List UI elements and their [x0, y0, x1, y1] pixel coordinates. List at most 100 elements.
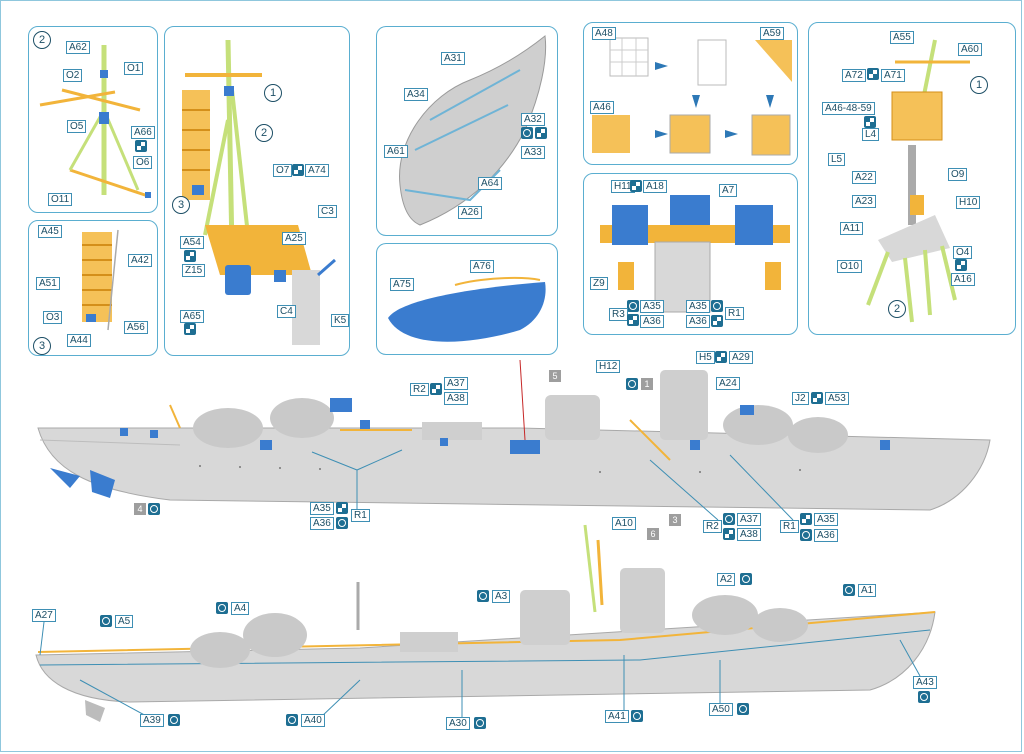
- label-a74: A74: [305, 164, 329, 177]
- label-h11: H11: [611, 180, 635, 193]
- part-type-checker-icon: [184, 250, 196, 262]
- ship-2-drawing: [35, 524, 936, 722]
- part-type-checker-icon: [715, 351, 727, 363]
- label-a37-ship1-lower: A37: [737, 513, 761, 526]
- label-a31: A31: [441, 52, 465, 65]
- label-a45: A45: [38, 225, 62, 238]
- callout-1-badge: 1: [264, 84, 282, 102]
- label-o4: O4: [953, 246, 973, 259]
- label-a33: A33: [521, 146, 545, 159]
- part-type-ring-icon: [723, 513, 735, 525]
- part-type-checker-icon: [867, 68, 879, 80]
- label-a35-ship1-right: A35: [814, 513, 838, 526]
- label-j2: J2: [792, 392, 809, 405]
- mast-1-drawing: [39, 45, 151, 198]
- label-a36-ship1: A36: [310, 517, 334, 530]
- label-a54: A54: [180, 236, 204, 249]
- part-type-ring-icon: [737, 703, 749, 715]
- part-type-ring-icon: [800, 529, 812, 541]
- label-a43: A43: [913, 676, 937, 689]
- label-a62: A62: [66, 41, 90, 54]
- label-r3: R3: [609, 308, 628, 321]
- label-a46-48-59: A46-48-59: [822, 102, 875, 115]
- label-o10: O10: [837, 260, 862, 273]
- part-type-ring-icon: [100, 615, 112, 627]
- step-number-5-badge: 5: [549, 370, 561, 382]
- label-k5: K5: [331, 314, 350, 327]
- label-a5: A5: [115, 615, 134, 628]
- step-number-3-ship-badge: 3: [669, 514, 681, 526]
- label-a41: A41: [605, 710, 629, 723]
- label-a66: A66: [131, 126, 155, 139]
- label-z15: Z15: [182, 264, 206, 277]
- platform-drawing: [600, 195, 790, 313]
- label-a25: A25: [282, 232, 306, 245]
- label-a24: A24: [716, 377, 740, 390]
- label-a53: A53: [825, 392, 849, 405]
- label-a1: A1: [858, 584, 877, 597]
- part-type-ring-icon: [168, 714, 180, 726]
- label-a23: A23: [852, 195, 876, 208]
- label-a37-ship1-upper: A37: [444, 377, 468, 390]
- label-h10: H10: [956, 196, 981, 209]
- label-o7: O7: [273, 164, 293, 177]
- panel-mast-detail: [28, 26, 158, 213]
- label-a51: A51: [36, 277, 60, 290]
- part-type-ring-icon: [477, 590, 489, 602]
- label-h5: H5: [696, 351, 715, 364]
- label-a65: A65: [180, 310, 204, 323]
- label-a40: A40: [301, 714, 325, 727]
- part-type-ring-icon: [631, 710, 643, 722]
- label-l4: L4: [862, 128, 880, 141]
- part-type-checker-icon: [535, 127, 547, 139]
- part-type-checker-icon: [135, 140, 147, 152]
- label-a56: A56: [124, 321, 148, 334]
- part-type-ring-icon: [627, 300, 639, 312]
- label-a46: A46: [590, 101, 614, 114]
- label-o5: O5: [67, 120, 87, 133]
- label-a10: A10: [612, 517, 636, 530]
- part-type-checker-icon: [630, 180, 642, 192]
- part-type-checker-icon: [336, 502, 348, 514]
- label-a30: A30: [446, 717, 470, 730]
- step-number-4-badge: 4: [134, 503, 146, 515]
- mast-assembly-drawing: [182, 39, 336, 345]
- callout-1-foremast-badge: 1: [970, 76, 988, 94]
- label-r1-platform: R1: [725, 307, 744, 320]
- part-type-checker-icon: [430, 383, 442, 395]
- part-type-ring-icon: [740, 573, 752, 585]
- label-a64: A64: [478, 177, 502, 190]
- label-r2-ship1-upper: R2: [410, 383, 429, 396]
- callout-2-badge: 2: [255, 124, 273, 142]
- label-a36-ship1-right: A36: [814, 529, 838, 542]
- part-type-checker-icon: [627, 314, 639, 326]
- label-a42: A42: [128, 254, 152, 267]
- label-l5: L5: [828, 153, 846, 166]
- step-number-3-badge: 3: [33, 337, 51, 355]
- label-o9: O9: [948, 168, 968, 181]
- ladder-drawing: [82, 229, 119, 331]
- label-a7: A7: [719, 184, 738, 197]
- label-a26: A26: [458, 206, 482, 219]
- label-a34: A34: [404, 88, 428, 101]
- label-c4: C4: [277, 305, 296, 318]
- part-type-checker-icon: [723, 528, 735, 540]
- part-type-ring-icon: [521, 127, 533, 139]
- label-z9: Z9: [590, 277, 608, 290]
- part-type-checker-icon: [292, 164, 304, 176]
- label-o6: O6: [133, 156, 153, 169]
- label-a22: A22: [852, 171, 876, 184]
- boat-drawing: [388, 276, 546, 342]
- label-a72: A72: [842, 69, 866, 82]
- callout-3-badge: 3: [172, 196, 190, 214]
- part-type-checker-icon: [184, 323, 196, 335]
- label-a35-platform-right: A35: [686, 300, 710, 313]
- part-type-ring-icon: [216, 602, 228, 614]
- label-a44: A44: [67, 334, 91, 347]
- label-a76: A76: [470, 260, 494, 273]
- part-type-ring-icon: [286, 714, 298, 726]
- label-a32: A32: [521, 113, 545, 126]
- label-r1-ship1-left: R1: [351, 509, 370, 522]
- part-type-ring-icon: [148, 503, 160, 515]
